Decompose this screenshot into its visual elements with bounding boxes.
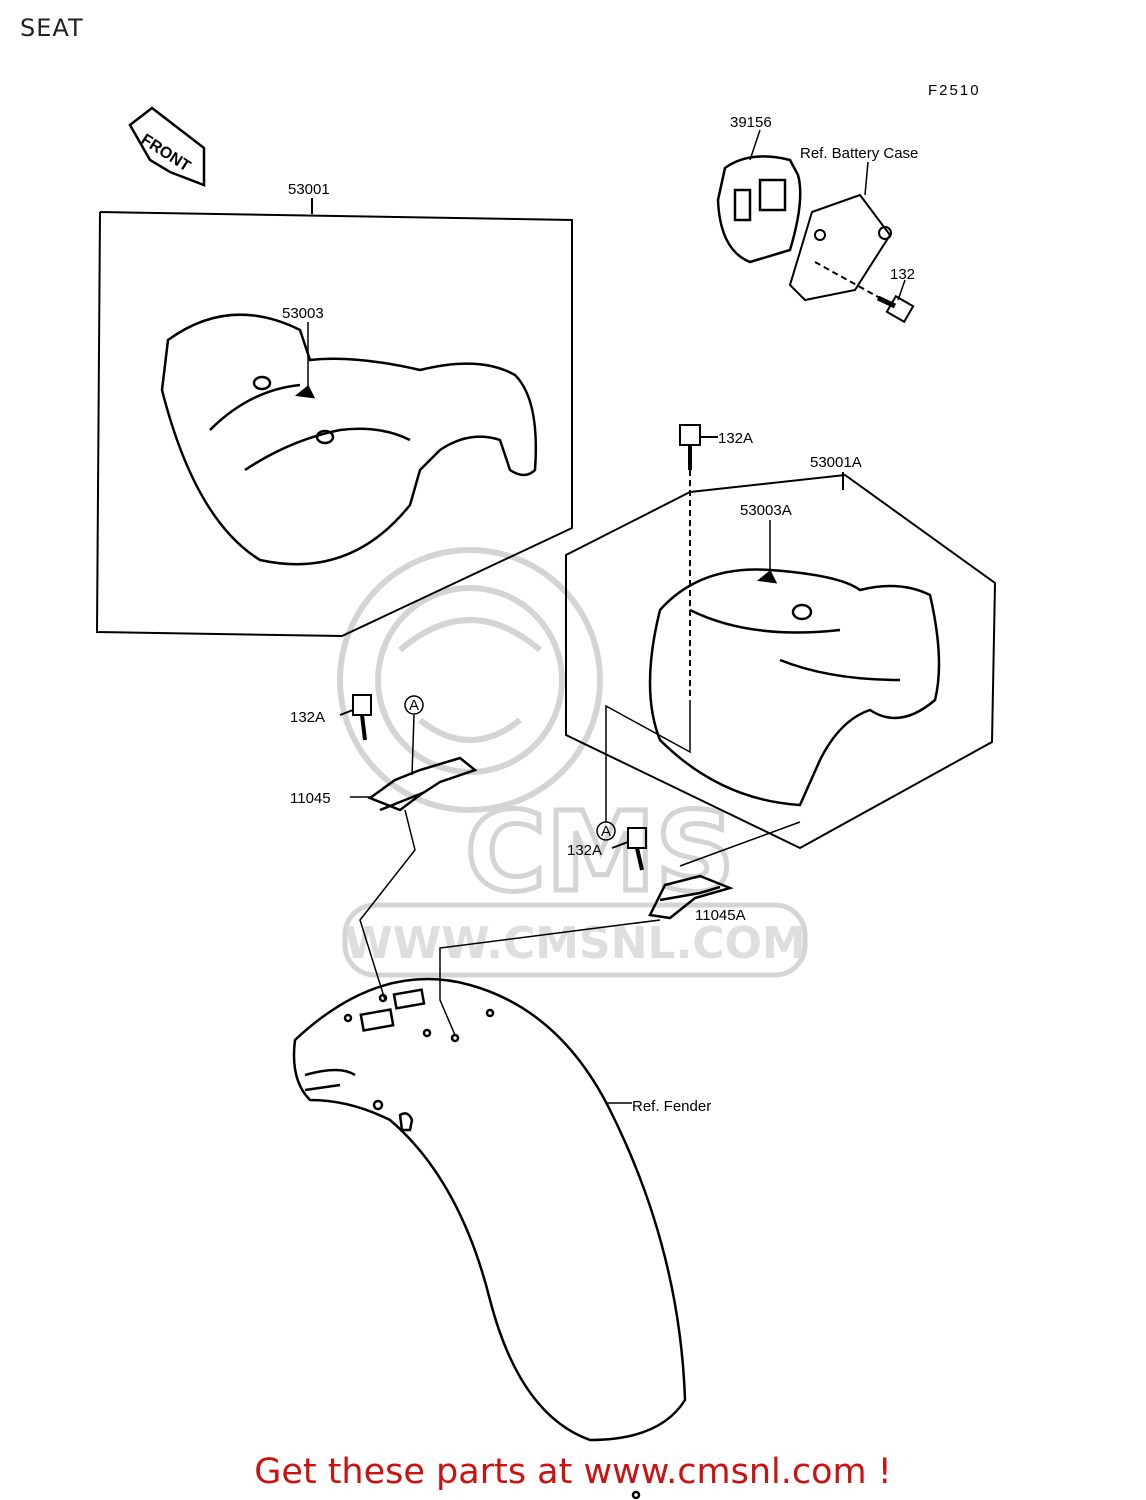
label-53003: 53003	[282, 305, 324, 322]
callout-a-right-text: A	[601, 823, 611, 840]
bracket-11045a	[648, 874, 734, 920]
label-39156: 39156	[730, 114, 772, 131]
label-53001a: 53001A	[810, 454, 862, 471]
label-11045: 11045	[290, 790, 331, 807]
label-ref-fender: Ref. Fender	[632, 1098, 711, 1115]
label-11045a: 11045A	[695, 907, 746, 924]
seat-53003a	[648, 568, 941, 807]
callout-a-left	[404, 695, 424, 715]
figure-code: F2510	[928, 82, 981, 99]
watermark-logo-text: CMS	[465, 788, 734, 916]
label-ref-battery-case: Ref. Battery Case	[800, 145, 918, 162]
page-title: SEAT	[20, 14, 84, 42]
bolt-132a-left	[339, 694, 372, 741]
seat-box-53001	[95, 198, 573, 638]
label-132: 132	[890, 266, 915, 283]
callout-a-left-text: A	[409, 697, 419, 714]
seat-53003	[160, 313, 538, 566]
seat-box-53001a	[565, 472, 997, 850]
label-132a-top: 132A	[718, 430, 753, 447]
bolt-132a-mid	[611, 827, 647, 871]
battery-case-ref	[788, 193, 892, 302]
battery-case-cover-39156	[716, 155, 802, 264]
label-53001: 53001	[288, 181, 330, 198]
bracket-11045	[367, 756, 478, 812]
label-132a-mid: 132A	[567, 842, 602, 859]
watermark-url-text: WWW.CMSNL.COM	[344, 918, 806, 969]
label-53003a: 53003A	[740, 502, 792, 519]
front-arrow-icon: FRONT	[128, 106, 206, 187]
callout-a-right-leader	[605, 700, 691, 822]
label-132a-left: 132A	[290, 709, 325, 726]
bolt-132	[814, 261, 915, 324]
cta-banner[interactable]: Get these parts at www.cmsnl.com !	[254, 1452, 892, 1492]
rear-fender	[292, 977, 687, 1500]
bolt-132a-top	[679, 424, 718, 700]
